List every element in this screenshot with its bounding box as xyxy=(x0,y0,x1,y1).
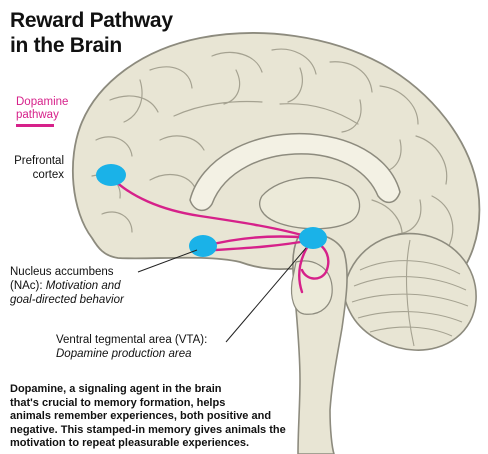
nac-desc-1: Motivation and xyxy=(46,280,121,292)
vta-label-line-1: Ventral tegmental area (VTA): xyxy=(56,333,207,347)
vta-highlight xyxy=(299,227,327,249)
footer-line-1: Dopamine, a signaling agent in the brain xyxy=(10,383,370,397)
nucleus-accumbens-highlight xyxy=(189,235,217,257)
legend-swatch xyxy=(16,124,54,127)
title-line-2: in the Brain xyxy=(10,33,173,58)
prefrontal-label-line-1: Prefrontal xyxy=(8,154,64,168)
nac-desc-2: goal-directed behavior xyxy=(10,293,124,307)
thalamus xyxy=(260,178,360,229)
nac-abbrev: (NAc): xyxy=(10,280,46,292)
nac-label-line-2: (NAc): Motivation and xyxy=(10,279,124,293)
vta-desc: Dopamine production area xyxy=(56,347,207,361)
prefrontal-cortex-highlight xyxy=(96,164,126,186)
page-title: Reward Pathway in the Brain xyxy=(10,8,173,58)
nucleus-accumbens-label: Nucleus accumbens (NAc): Motivation and … xyxy=(10,265,124,307)
footer-line-5: motivation to repeat pleasurable experie… xyxy=(10,437,370,451)
title-line-1: Reward Pathway xyxy=(10,8,173,33)
footer-line-3: animals remember experiences, both posit… xyxy=(10,410,370,424)
legend-line-1: Dopamine xyxy=(16,96,68,109)
nac-label-line-1: Nucleus accumbens xyxy=(10,265,124,279)
cerebellum xyxy=(344,234,476,351)
vta-label: Ventral tegmental area (VTA): Dopamine p… xyxy=(56,333,207,361)
footer-line-4: negative. This stamped-in memory gives a… xyxy=(10,424,370,438)
footer-line-2: that's crucial to memory formation, help… xyxy=(10,397,370,411)
footer-caption: Dopamine, a signaling agent in the brain… xyxy=(10,383,370,451)
legend-line-2: pathway xyxy=(16,109,68,122)
legend-label: Dopamine pathway xyxy=(16,96,68,122)
prefrontal-cortex-label: Prefrontal cortex xyxy=(8,154,64,182)
prefrontal-label-line-2: cortex xyxy=(8,168,64,182)
